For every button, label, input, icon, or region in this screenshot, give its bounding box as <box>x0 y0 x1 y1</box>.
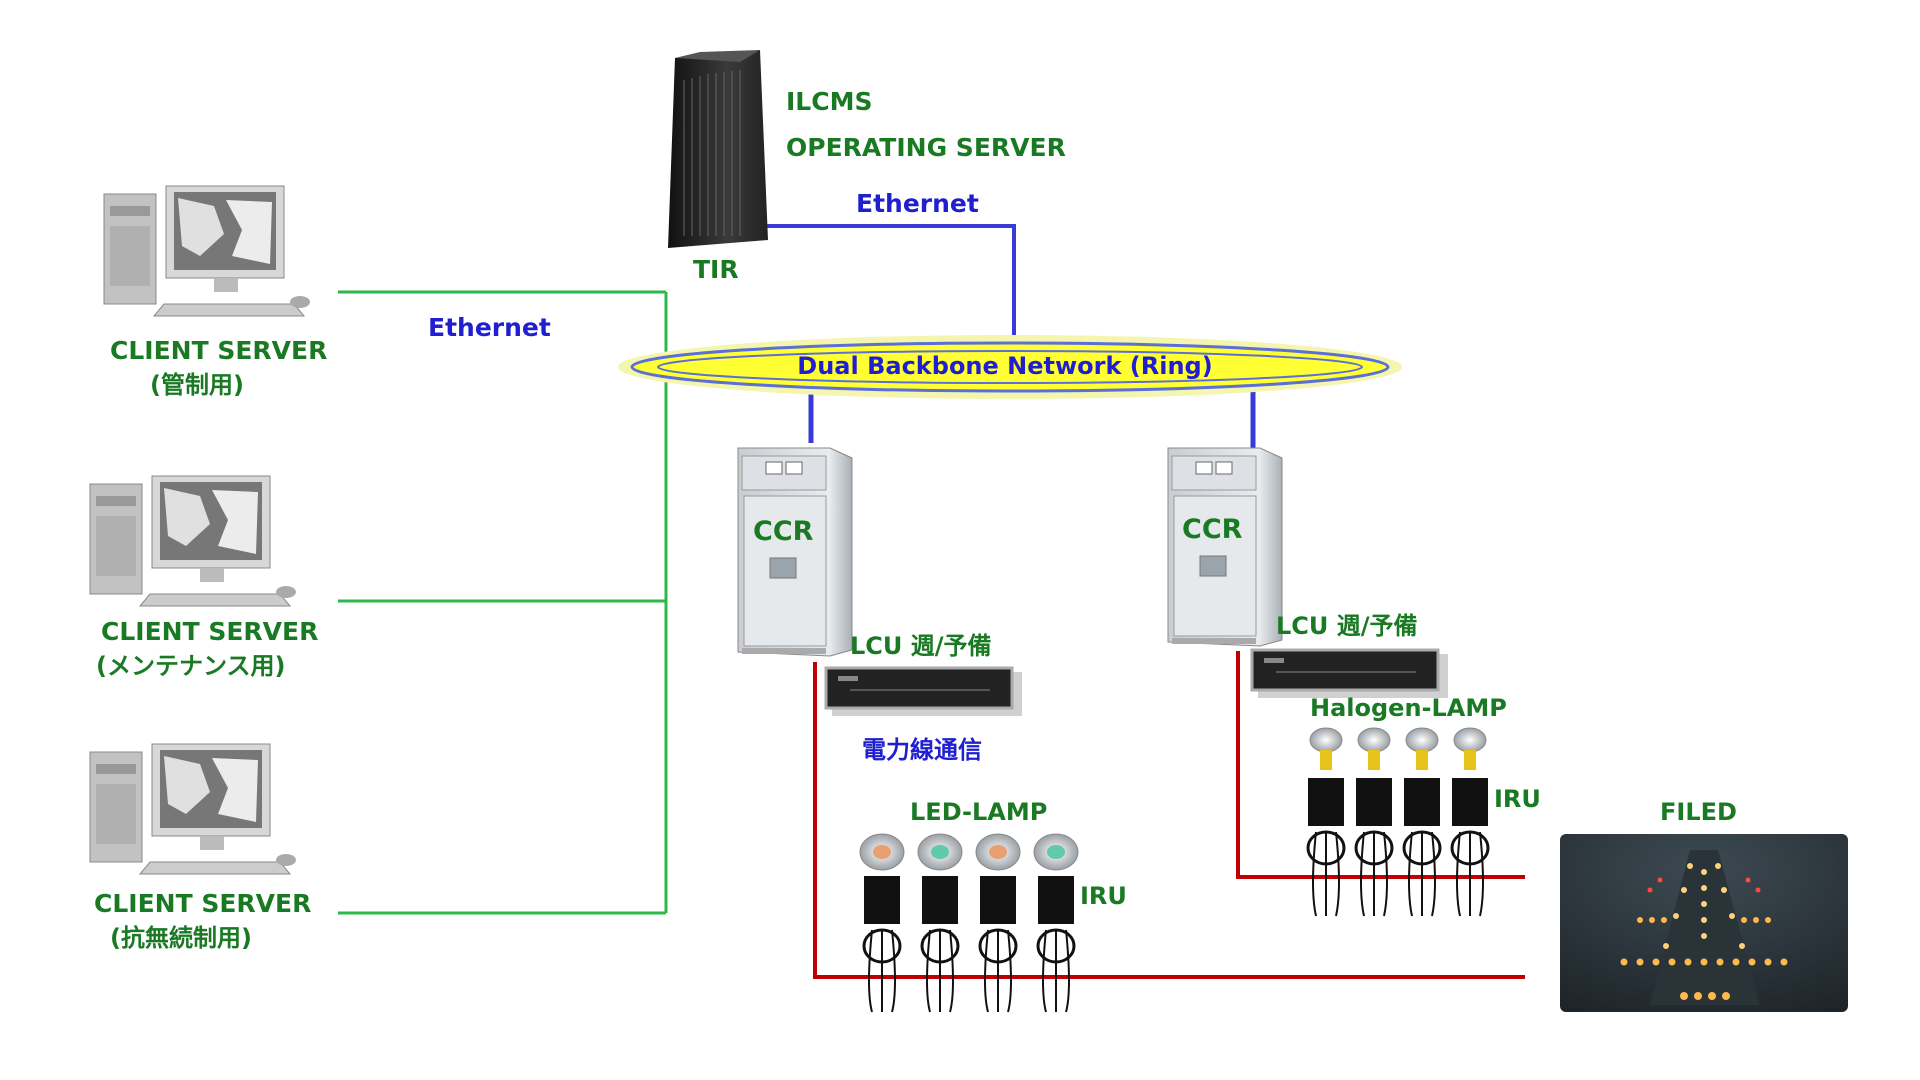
backbone-ring: Dual Backbone Network (Ring) <box>618 335 1402 399</box>
iru-transformer-icon <box>862 876 902 1013</box>
ilcms-label: ILCMS <box>786 87 872 116</box>
runway-lights-photo <box>1560 834 1848 1012</box>
power-lines <box>813 651 1525 979</box>
client3-sub-label: (抗無続制用) <box>110 924 252 952</box>
ethernet-server-line <box>760 224 1016 355</box>
desktop-computer-icon <box>103 185 310 317</box>
iru-transformer-icon <box>1354 778 1394 917</box>
led-lamp-group <box>859 833 1079 871</box>
halogen-lamp-icon <box>1453 727 1487 770</box>
client-pc-1 <box>103 185 310 317</box>
ethernet-top-label: Ethernet <box>856 189 979 218</box>
iru-transformer-icon <box>1450 778 1490 917</box>
halogen-lamp-icon <box>1309 727 1343 770</box>
led-lamp-icon <box>917 833 963 871</box>
client-pc-2 <box>89 475 296 607</box>
ccr-cabinet-left <box>737 447 853 657</box>
server-tower-icon <box>668 50 768 248</box>
lcu-unit-right <box>1250 648 1448 698</box>
client3-label: CLIENT SERVER <box>94 889 311 918</box>
backbone-label: Dual Backbone Network (Ring) <box>797 352 1212 380</box>
lcu-unit-left <box>824 666 1022 716</box>
led-lamp-icon <box>1033 833 1079 871</box>
ccr-cabinet-icon <box>737 447 853 657</box>
ccr-cabinet-icon <box>1167 447 1283 647</box>
halogen-lamp-icon <box>1357 727 1391 770</box>
ccr-left-label: CCR <box>753 516 814 547</box>
iru-left-label: IRU <box>1080 882 1127 910</box>
led-lamp-icon <box>975 833 1021 871</box>
rack-unit-icon <box>824 666 1022 716</box>
client1-sub-label: (管制用) <box>150 371 244 399</box>
desktop-computer-icon <box>89 743 296 875</box>
lcu-right-label: LCU 週/予備 <box>1276 612 1418 640</box>
iru-transformer-icon <box>1402 778 1442 917</box>
tir-label: TIR <box>693 255 739 284</box>
client1-label: CLIENT SERVER <box>110 336 327 365</box>
filed-label: FILED <box>1660 798 1737 826</box>
ethernet-left-label: Ethernet <box>428 313 551 342</box>
halogen-lamp-icon <box>1405 727 1439 770</box>
rack-unit-icon <box>1250 648 1448 698</box>
client2-label: CLIENT SERVER <box>101 617 318 646</box>
operating-server-label: OPERATING SERVER <box>786 133 1066 162</box>
halogen-lamp-group <box>1309 727 1487 770</box>
ethernet-client-lines <box>338 290 668 915</box>
iru-transformer-icon <box>1306 778 1346 917</box>
client2-sub-label: (メンテナンス用) <box>96 652 285 680</box>
iru-group-right <box>1306 778 1490 917</box>
iru-transformer-icon <box>978 876 1018 1013</box>
iru-transformer-icon <box>1036 876 1076 1013</box>
iru-transformer-icon <box>920 876 960 1013</box>
led-lamp-icon <box>859 833 905 871</box>
iru-right-label: IRU <box>1494 785 1541 813</box>
iru-group-left <box>862 876 1076 1013</box>
desktop-computer-icon <box>89 475 296 607</box>
plc-label: 電力線通信 <box>862 736 982 764</box>
led-lamp-label: LED-LAMP <box>910 798 1047 826</box>
ccr-cabinet-right <box>1167 447 1283 647</box>
lcu-left-label: LCU 週/予備 <box>850 632 992 660</box>
client-pc-3 <box>89 743 296 875</box>
ccr-right-label: CCR <box>1182 514 1243 545</box>
halogen-lamp-label: Halogen-LAMP <box>1310 694 1507 722</box>
